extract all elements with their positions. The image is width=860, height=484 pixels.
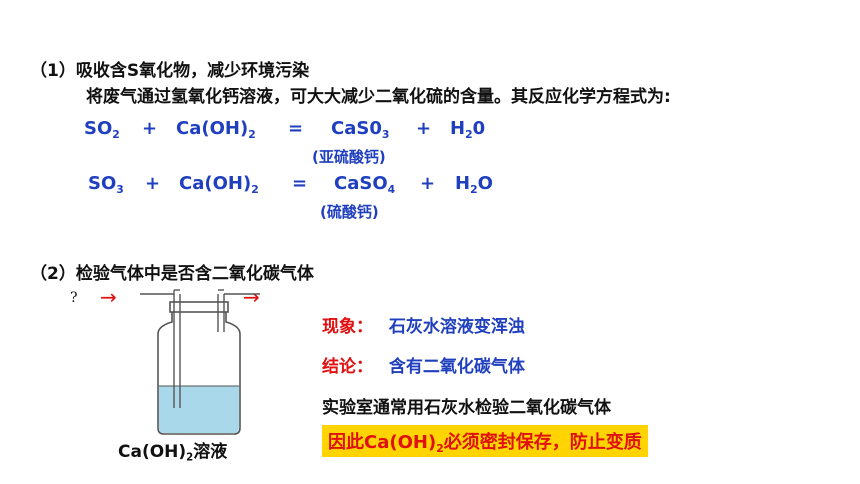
arrow-out-icon: → bbox=[243, 285, 260, 309]
gas-washing-bottle bbox=[140, 289, 260, 435]
section1-intro: 将废气通过氢氧化钙溶液，可大大减少二氧化硫的含量。其反应化学方程式为: bbox=[86, 87, 671, 107]
question-mark: ? bbox=[70, 290, 78, 306]
conclusion-label: 结论： bbox=[322, 357, 373, 377]
bottle-label: Ca(OH)2溶液 bbox=[118, 442, 228, 464]
equation-1: SO2 + Ca(OH)2 = CaS03 + H20 bbox=[84, 118, 486, 141]
section2-title: （2）检验气体中是否含二氧化碳气体 bbox=[30, 264, 314, 284]
equation-2-note: (硫酸钙) bbox=[320, 203, 379, 221]
conclusion-text: 含有二氧化碳气体 bbox=[388, 357, 525, 377]
conclusion-row: 结论： 含有二氧化碳气体 bbox=[322, 352, 525, 377]
arrow-in-icon: → bbox=[100, 285, 117, 309]
phenomenon-text: 石灰水溶液变浑浊 bbox=[388, 317, 525, 337]
equation-1-note: (亚硫酸钙) bbox=[312, 148, 386, 166]
storage-warning: 因此Ca(OH)2必须密封保存，防止变质 bbox=[322, 425, 648, 457]
lab-note: 实验室通常用石灰水检验二氧化碳气体 bbox=[322, 398, 611, 418]
section1-title: （1）吸收含S氧化物，减少环境污染 bbox=[30, 61, 310, 81]
equation-2: SO3 + Ca(OH)2 = CaSO4 + H2O bbox=[88, 173, 493, 196]
phenomenon-row: 现象： 石灰水溶液变浑浊 bbox=[322, 312, 525, 337]
phenomenon-label: 现象： bbox=[322, 317, 373, 337]
